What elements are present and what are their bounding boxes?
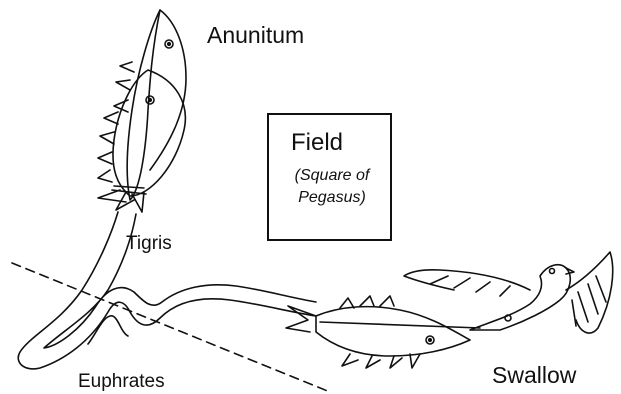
field-title: Field xyxy=(291,129,343,157)
label-anunitum: Anunitum xyxy=(207,22,304,49)
fish-swallow-tail xyxy=(316,307,470,356)
field-subtitle-line2: Pegasus) xyxy=(287,187,377,209)
river-wiggle xyxy=(88,316,128,344)
ecliptic-dashed-line xyxy=(12,263,330,392)
swallow-eye xyxy=(550,269,555,274)
field-box: Field (Square of Pegasus) xyxy=(267,113,392,241)
label-tigris: Tigris xyxy=(126,233,172,255)
swallow-wing-upper xyxy=(404,270,530,296)
swallow-beak xyxy=(566,268,574,274)
swallow-wing-lower xyxy=(566,252,613,333)
label-swallow: Swallow xyxy=(492,362,576,389)
fish-anunitum-upper xyxy=(127,10,160,200)
field-subtitle-line1: (Square of xyxy=(287,165,377,187)
field-subtitle: (Square of Pegasus) xyxy=(287,165,377,209)
label-euphrates: Euphrates xyxy=(78,371,165,393)
